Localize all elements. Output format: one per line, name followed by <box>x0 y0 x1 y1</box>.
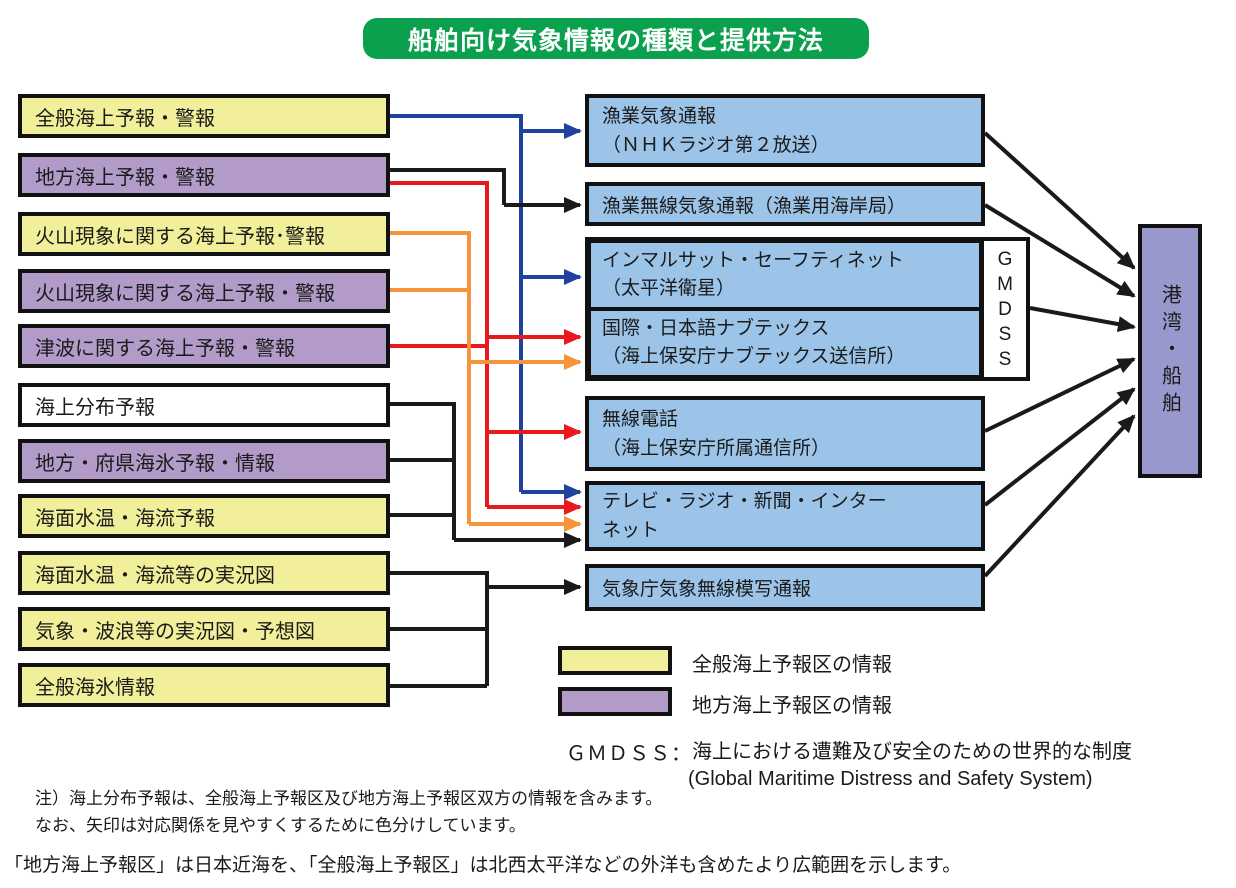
arrow-segment <box>984 357 1136 433</box>
arrow-segment <box>390 231 471 524</box>
left-box-weather-wave-chart: 気象・波浪等の実況図・予想図 <box>18 607 390 651</box>
gmdss-definition-en: (Global Maritime Distress and Safety Sys… <box>688 768 1093 790</box>
left-box-local-marine-warning: 地方海上予報・警報 <box>18 153 390 197</box>
red-arrows <box>390 181 582 515</box>
arrow-segment <box>983 414 1136 578</box>
left-box-volcano-general: 火山現象に関する海上予報･警報 <box>18 212 390 256</box>
box-line: インマルサット・セーフティネット <box>602 250 904 271</box>
middle-box-fishery-radio: 漁業気象通報 （ＮＨＫラジオ第２放送） <box>585 94 985 167</box>
arrow-segment <box>983 203 1136 298</box>
box-line: （海上保安庁ナブテックス送信所） <box>602 346 906 367</box>
middle-box-navtex: 国際・日本語ナブテックス （海上保安庁ナブテックス送信所） <box>589 309 981 377</box>
left-box-tsunami: 津波に関する海上予報・警報 <box>18 324 390 368</box>
box-line: テレビ・ラジオ・新聞・インター <box>602 491 887 512</box>
legend-swatch-general <box>558 646 672 675</box>
arrow-segment <box>390 571 489 686</box>
box-line: 無線電話 <box>602 408 679 430</box>
arrow-segment <box>983 387 1136 507</box>
box-line: ネット <box>602 520 660 541</box>
note-line-2: なお、矢印は対応関係を見やすくするために色分けしています。 <box>35 816 526 835</box>
left-box-sst-current-forecast: 海面水温・海流予報 <box>18 494 390 538</box>
arrow-segment <box>390 181 489 507</box>
arrow-segment <box>1029 306 1136 332</box>
orange-arrows <box>390 231 582 532</box>
legend-swatch-local <box>558 687 672 716</box>
left-box-sea-ice-local: 地方・府県海氷予報・情報 <box>18 439 390 483</box>
note-text: 注）海上分布予報は、全般海上予報区及び地方海上予報区双方の情報を含みます。 なお… <box>35 785 662 839</box>
gmdss-letter: G <box>997 248 1013 270</box>
gmdss-container: インマルサット・セーフティネット （太平洋衛星） 国際・日本語ナブテックス （海… <box>585 237 1030 381</box>
middle-box-inmarsat: インマルサット・セーフティネット （太平洋衛星） <box>589 241 981 309</box>
gmdss-letter: D <box>998 298 1012 320</box>
arrow-segment <box>390 168 506 205</box>
box-line: （海上保安庁所属通信所） <box>602 437 831 459</box>
left-box-marine-distribution: 海上分布予報 <box>18 383 390 427</box>
left-box-general-sea-ice: 全般海氷情報 <box>18 663 390 707</box>
middle-box-fishery-wireless: 漁業無線気象通報（漁業用海岸局） <box>585 182 985 226</box>
gmdss-term: ＧＭＤＳＳ： <box>566 743 692 765</box>
gmdss-label-strip: G M D S S <box>981 241 1026 377</box>
page-title: 船舶向け気象情報の種類と提供方法 <box>363 18 869 59</box>
legend-label-general: 全般海上予報区の情報 <box>692 654 892 676</box>
gmdss-letter: S <box>998 348 1012 370</box>
arrow-segment <box>390 114 523 492</box>
left-box-sst-current-chart: 海面水温・海流等の実況図 <box>18 551 390 595</box>
left-box-general-marine-warning: 全般海上予報・警報 <box>18 94 390 138</box>
gmdss-definition-ja: 海上における遭難及び安全のための世界的な制度 <box>692 741 1132 763</box>
arrow-segment <box>983 131 1136 270</box>
left-box-volcano-local: 火山現象に関する海上予報・警報 <box>18 269 390 313</box>
gmdss-letter: M <box>997 273 1013 295</box>
black-arrows <box>390 131 1136 688</box>
note-line-1: 注）海上分布予報は、全般海上予報区及び地方海上予報区双方の情報を含みます。 <box>35 789 663 808</box>
right-box-label: 港湾・船舶 <box>1158 283 1181 419</box>
right-box-ports-ships: 港湾・船舶 <box>1138 224 1202 478</box>
middle-box-jma-facsimile: 気象庁気象無線模写通報 <box>585 564 985 611</box>
footer-text: 「地方海上予報区」は日本近海を、「全般海上予報区」は北西太平洋などの外洋も含めた… <box>4 855 962 876</box>
box-line: 漁業気象通報 <box>602 105 717 127</box>
box-line: 国際・日本語ナブテックス <box>602 318 830 339</box>
middle-box-tv-radio-internet: テレビ・ラジオ・新聞・インター ネット <box>585 481 985 551</box>
box-line: （太平洋衛星） <box>602 278 736 299</box>
gmdss-letter: S <box>998 323 1012 345</box>
gmdss-boxes: インマルサット・セーフティネット （太平洋衛星） 国際・日本語ナブテックス （海… <box>589 241 981 377</box>
legend-label-local: 地方海上予報区の情報 <box>692 695 892 717</box>
arrow-segment <box>390 402 456 540</box>
blue-arrows <box>390 114 582 500</box>
box-line: （ＮＨＫラジオ第２放送） <box>602 134 830 156</box>
middle-box-radiotelephone: 無線電話 （海上保安庁所属通信所） <box>585 396 985 471</box>
